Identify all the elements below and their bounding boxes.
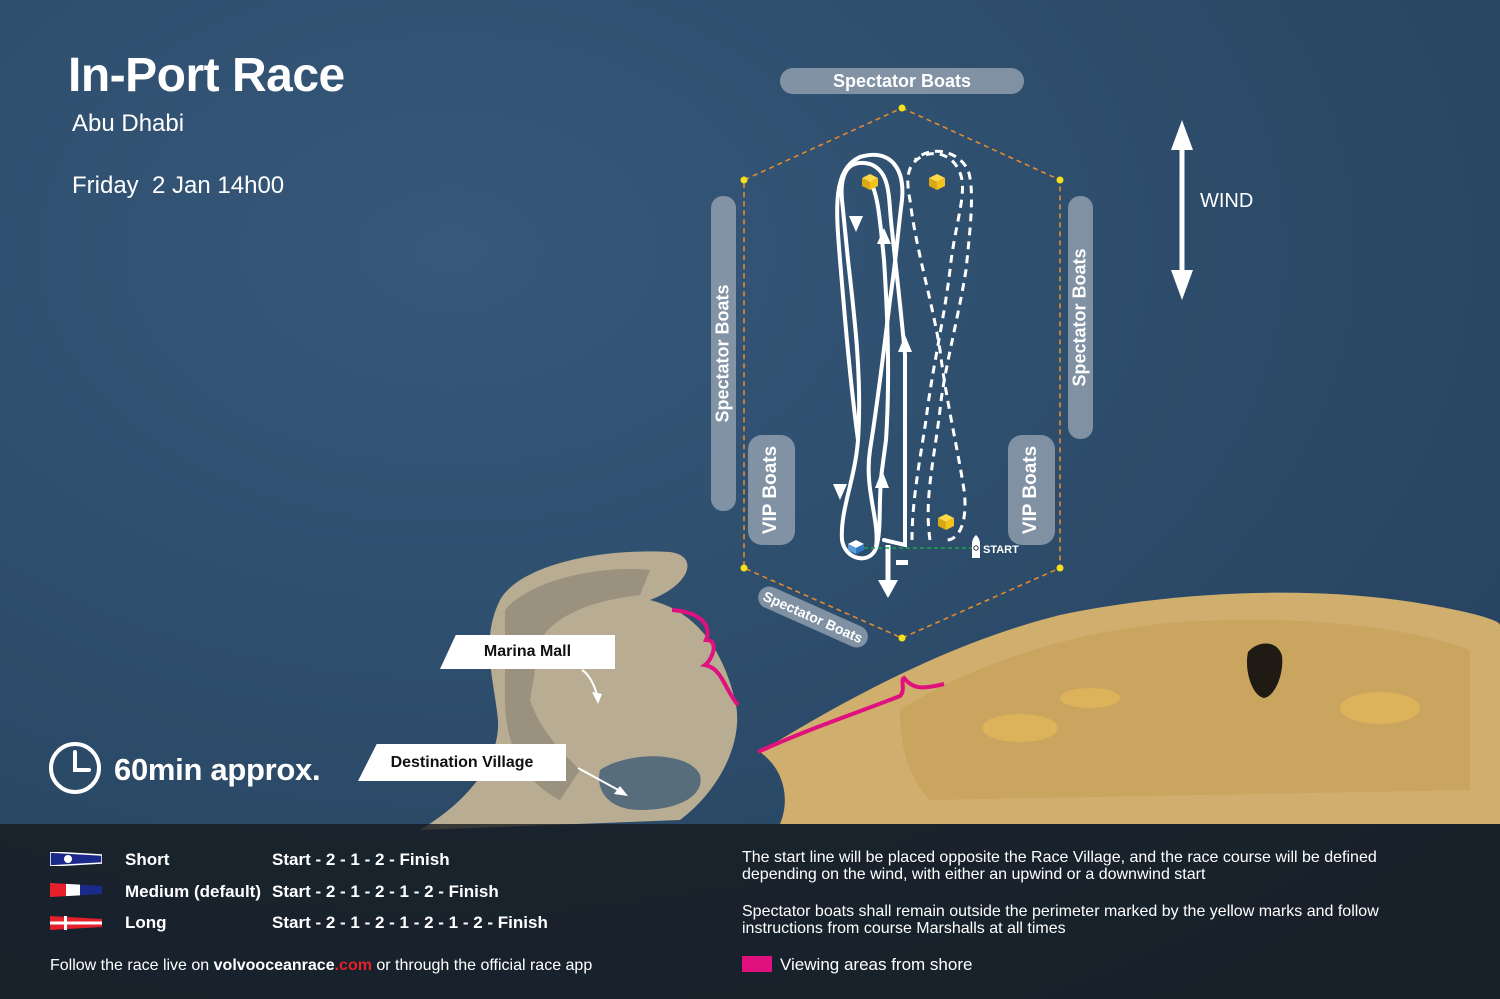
perimeter-yellow-marks	[740, 104, 1064, 642]
island-pond	[1060, 688, 1120, 708]
race-duration: 60min approx.	[114, 752, 321, 787]
legend-panel: Short Start - 2 - 1 - 2 - Finish Medium …	[0, 824, 1500, 999]
follow-link-brand[interactable]: volvooceanrace	[213, 957, 335, 974]
vip-boats-right: VIP Boats	[1008, 435, 1055, 545]
marina-mall-callout: Marina Mall	[440, 635, 615, 669]
course-medium-sequence: Start - 2 - 1 - 2 - 1 - 2 - Finish	[272, 882, 499, 901]
follow-prefix: Follow the race live on	[50, 957, 214, 974]
course-path-solid	[835, 152, 907, 561]
course-short-name: Short	[125, 850, 170, 869]
spectator-boats-top-label: Spectator Boats	[832, 70, 972, 91]
viewing-area-label: Viewing areas from shore	[780, 955, 973, 974]
spectator-boats-left: Spectator Boats	[711, 196, 736, 511]
viewing-area-marina	[671, 608, 740, 707]
finish-arrow-head	[878, 580, 898, 598]
course-mark-top-left	[862, 174, 878, 190]
follow-link-domain[interactable]: .com	[334, 957, 372, 974]
course-short-sequence: Start - 2 - 1 - 2 - Finish	[272, 850, 450, 869]
marina-harbour	[599, 756, 701, 810]
marina-mall-label: Marina Mall	[483, 643, 572, 660]
committee-boat-mark	[848, 540, 864, 554]
start-boat-icon	[972, 535, 980, 558]
spectator-boats-top: Spectator Boats	[780, 68, 1024, 94]
race-datetime: Friday 2 Jan 14h00	[72, 172, 285, 199]
pin-marker	[896, 560, 908, 565]
page-title: In-Port Race	[68, 49, 345, 102]
medium-course-flag-icon	[50, 883, 102, 897]
island-interior	[900, 619, 1470, 800]
spectator-boats-right: Spectator Boats	[1068, 196, 1093, 439]
clock-icon	[49, 742, 101, 794]
follow-race-text: Follow the race live on volvooceanrace.c…	[50, 957, 592, 975]
viewing-area-island	[757, 675, 945, 754]
location-subtitle: Abu Dhabi	[72, 110, 185, 137]
viewing-area-swatch	[742, 956, 772, 972]
marina-buildings	[505, 569, 650, 800]
island-pond	[982, 714, 1058, 742]
destination-village-pointer-head	[614, 786, 628, 796]
vip-boats-left: VIP Boats	[748, 435, 795, 545]
course-long-name: Long	[125, 913, 167, 932]
course-mark-top-right	[929, 174, 945, 190]
destination-village-pointer	[577, 767, 623, 793]
start-boat-dot	[973, 545, 979, 551]
destination-village-label: Destination Village	[390, 753, 534, 771]
spectator-boats-right-label: Spectator Boats	[1070, 248, 1091, 387]
course-long-sequence: Start - 2 - 1 - 2 - 1 - 2 - 1 - 2 - Fini…	[272, 913, 548, 932]
course-medium-name: Medium (default)	[125, 882, 261, 901]
vip-boats-left-label: VIP Boats	[760, 445, 782, 535]
marina-mall-pointer-head	[592, 692, 602, 704]
wind-label: WIND	[1200, 190, 1254, 212]
course-mark-bottom	[938, 514, 954, 530]
course-arrows	[833, 216, 912, 500]
follow-suffix: or through the official race app	[371, 957, 593, 974]
island-dark-pool	[1246, 643, 1283, 698]
spectator-boats-left-label: Spectator Boats	[713, 284, 734, 423]
long-course-flag-icon	[50, 916, 102, 930]
island-pond	[1340, 692, 1420, 724]
start-label: START	[983, 544, 1019, 556]
start-line-note: The start line will be placed opposite t…	[742, 849, 1377, 883]
wind-arrow-down	[1171, 270, 1193, 300]
destination-village-callout: Destination Village	[358, 744, 566, 781]
vip-boats-right-label: VIP Boats	[1020, 445, 1042, 535]
short-course-flag-icon	[50, 852, 102, 866]
spectator-note: Spectator boats shall remain outside the…	[742, 903, 1379, 937]
wind-arrow-up	[1171, 120, 1193, 150]
course-path-dashed	[906, 149, 974, 542]
